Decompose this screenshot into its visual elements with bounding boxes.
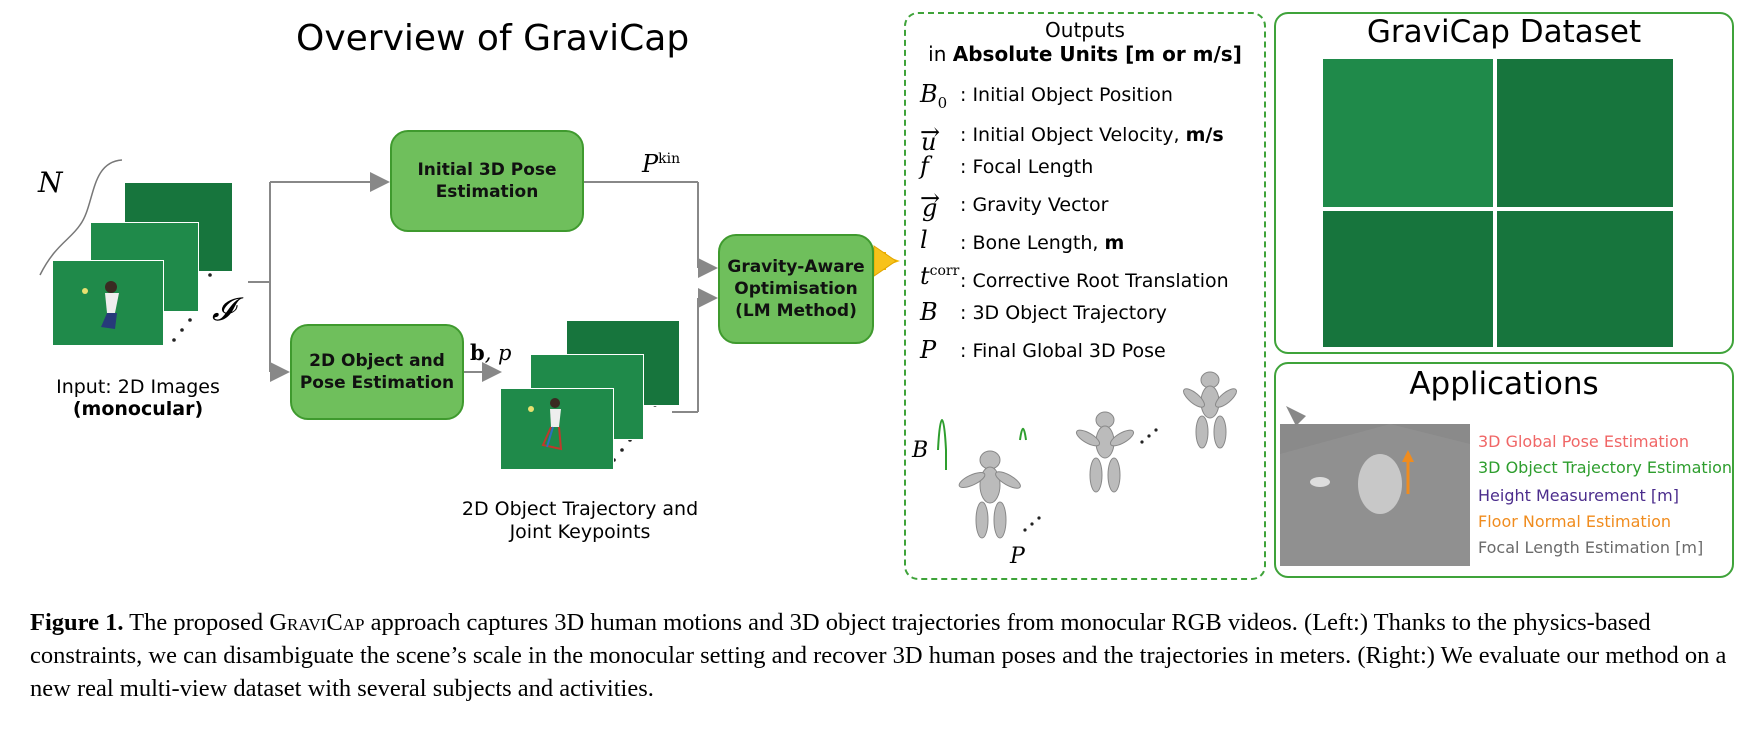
- output-symbol-letter: g: [922, 194, 938, 222]
- person-silhouette-icon: [82, 281, 119, 329]
- dataset-panel: [1274, 12, 1734, 354]
- output-symbol: →: [920, 184, 941, 212]
- output-item-u: → u : Initial Object Velocity, m/s: [900, 118, 1270, 156]
- caption-text-1: The proposed: [123, 609, 270, 636]
- output-item-f: f : Focal Length: [900, 152, 1270, 186]
- output-symbol: B: [920, 298, 938, 326]
- outputs-header-bold: Absolute Units [m or m/s]: [952, 42, 1242, 66]
- output-item-l: l : Bone Length, m: [900, 226, 1270, 260]
- output-text: : 3D Object Trajectory: [960, 302, 1167, 324]
- object-pose-label: 2D Object and Pose Estimation: [299, 351, 455, 393]
- output-text: : Initial Object Velocity, m/s: [960, 124, 1224, 146]
- skeleton-overlay-icon: [528, 398, 563, 451]
- input-image-1: [52, 260, 164, 346]
- output-item-b0: B0 : Initial Object Position: [900, 80, 1270, 114]
- application-item-4: Floor Normal Estimation: [1478, 512, 1672, 531]
- output-symbol: f: [920, 152, 929, 180]
- output-text: : Gravity Vector: [960, 194, 1109, 216]
- output-text: : Corrective Root Translation: [960, 270, 1229, 292]
- keypoint-image-1: [500, 388, 614, 470]
- figure-p-label: P: [1010, 544, 1025, 569]
- gravity-aware-box: Gravity-Aware Optimisation (LM Method): [718, 234, 874, 344]
- dataset-image-4: [1496, 210, 1674, 348]
- pkin-label: Pkin: [642, 150, 680, 178]
- applications-title: Applications: [1409, 366, 1599, 402]
- output-item-b: B : 3D Object Trajectory: [900, 298, 1270, 332]
- connector-lines: [39, 159, 900, 462]
- caption-label: Figure 1.: [30, 609, 124, 636]
- output-text: : Initial Object Position: [960, 84, 1173, 106]
- pkin-base: P: [642, 150, 659, 178]
- output-symbol: tcorr: [920, 262, 960, 290]
- caption-text-2: approach captures 3D human motions and 3…: [30, 609, 1727, 702]
- output-symbol: l: [920, 226, 928, 254]
- applications-panel: [1274, 362, 1734, 578]
- outputs-header-prefix: in: [928, 42, 953, 66]
- dataset-image-2: [1496, 58, 1674, 208]
- outputs-header-line2: in Absolute Units [m or m/s]: [904, 42, 1266, 66]
- dataset-title: GraviCap Dataset: [1366, 14, 1642, 50]
- output-symbol: B0: [920, 80, 948, 112]
- outputs-panel: [904, 12, 1266, 580]
- diagram-title: Overview of GraviCap: [296, 18, 690, 59]
- application-item-1: 3D Global Pose Estimation: [1478, 432, 1690, 451]
- skeleton-sequence-figure: [937, 371, 1237, 539]
- render-scene-icon: [1280, 424, 1470, 566]
- application-item-5: Focal Length Estimation [m]: [1478, 538, 1704, 557]
- initial-3d-pose-label: Initial 3D Pose Estimation: [417, 160, 557, 202]
- figure-b-label: B: [912, 438, 929, 463]
- application-item-3: Height Measurement [m]: [1478, 486, 1679, 505]
- initial-3d-pose-box: Initial 3D Pose Estimation: [390, 130, 584, 232]
- applications-render-image: [1280, 424, 1470, 566]
- object-pose-box: 2D Object and Pose Estimation: [290, 324, 464, 420]
- input-caption-line1: Input: 2D Images: [56, 376, 220, 398]
- outputs-header-line1: Outputs: [1045, 18, 1125, 42]
- dataset-image-3: [1322, 210, 1494, 348]
- output-text: : Bone Length, m: [960, 232, 1125, 254]
- bp-rest: , p: [484, 341, 512, 365]
- i-label: 𝓘: [212, 290, 234, 328]
- input-caption-line2: (monocular): [72, 398, 204, 420]
- output-symbol: →: [920, 118, 941, 146]
- output-symbol-letter: u: [921, 128, 937, 156]
- trajectory-caption-line1: 2D Object Trajectory and: [461, 498, 699, 520]
- output-text: : Focal Length: [960, 156, 1094, 178]
- application-item-2: 3D Object Trajectory Estimation: [1478, 458, 1733, 477]
- output-item-g: → g : Gravity Vector: [900, 184, 1270, 222]
- gravity-aware-label: Gravity-Aware Optimisation (LM Method): [727, 257, 865, 321]
- bp-label: b, p: [470, 340, 511, 365]
- n-label: N: [38, 166, 63, 199]
- bp-b: b: [470, 340, 485, 365]
- figure-caption: Figure 1. The proposed GraviCap approach…: [30, 606, 1740, 705]
- output-item-p: P : Final Global 3D Pose: [900, 336, 1270, 370]
- camera-icon: [1286, 406, 1306, 426]
- pkin-sup: kin: [658, 151, 681, 167]
- caption-method-name: GraviCap: [269, 609, 365, 636]
- dataset-image-1: [1322, 58, 1494, 208]
- trajectory-caption-line2: Joint Keypoints: [509, 521, 651, 543]
- output-item-tcorr: tcorr : Corrective Root Translation: [900, 262, 1270, 296]
- output-symbol: P: [920, 336, 937, 364]
- output-text: : Final Global 3D Pose: [960, 340, 1166, 362]
